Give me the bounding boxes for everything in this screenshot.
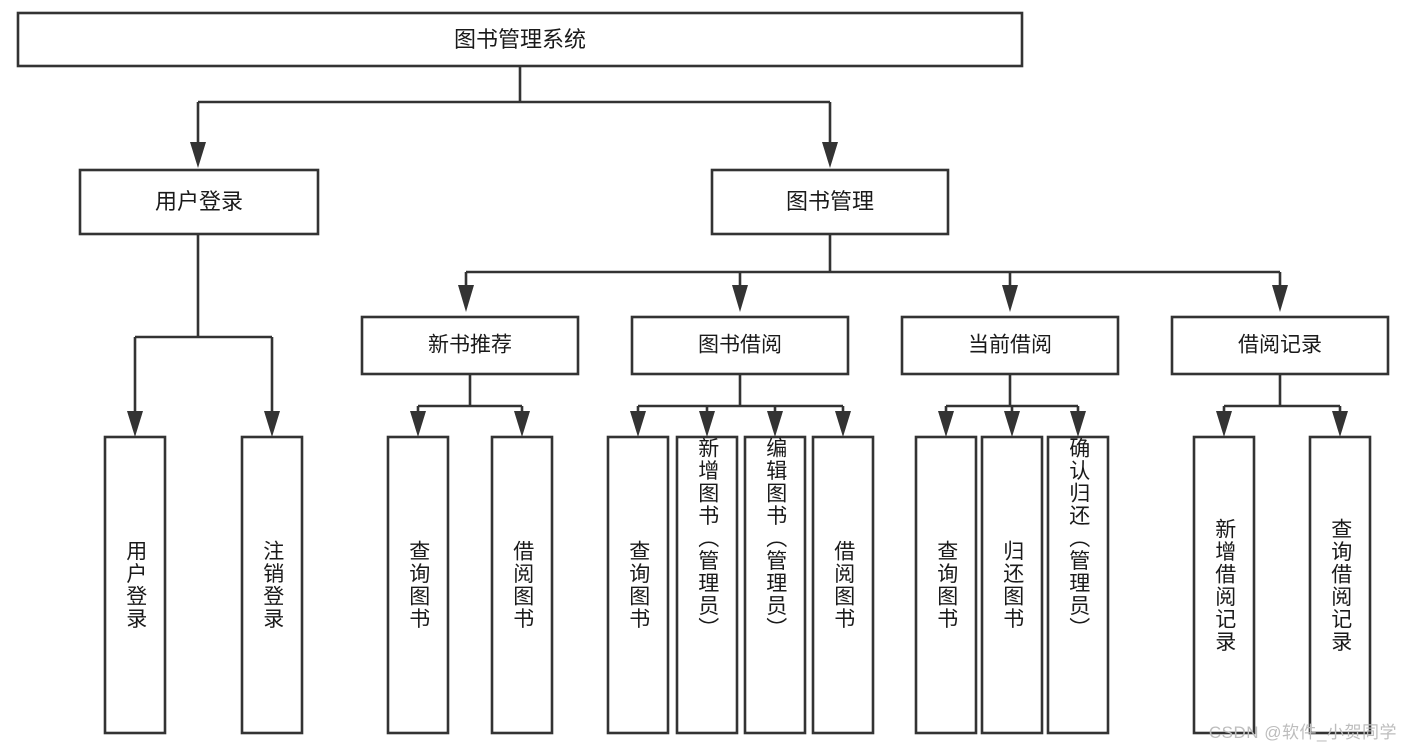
node-new-book-rec-label: 新书推荐 <box>428 334 512 357</box>
arrow-head-icon <box>938 411 954 437</box>
leaf-boxes-new-book <box>386 435 554 735</box>
leaf-box-new-book-1[interactable] <box>490 435 554 735</box>
arrow-head-icon <box>699 411 715 437</box>
arrow-head-icon <box>458 285 474 312</box>
connector-group-borrow-record <box>1216 374 1348 437</box>
node-user-login-label: 用户登录 <box>155 189 243 214</box>
connector-group-user-login <box>127 234 280 437</box>
arrow-head-icon <box>264 411 280 437</box>
connector-group-new-book <box>410 374 530 437</box>
arrow-head-icon <box>767 411 783 437</box>
arrow-head-icon <box>1332 411 1348 437</box>
arrow-head-icon <box>822 142 838 168</box>
arrow-head-icon <box>1216 411 1232 437</box>
leaf-box-current-borrow-1[interactable] <box>980 435 1044 735</box>
node-user-login-box[interactable] <box>78 168 320 236</box>
node-borrow-record-label: 借阅记录 <box>1238 334 1322 357</box>
arrow-head-icon <box>1004 411 1020 437</box>
leaf-box-book-borrow-1[interactable] <box>675 435 739 735</box>
leaf-box-borrow-record-1[interactable] <box>1308 435 1372 735</box>
connector-group-root <box>190 66 838 168</box>
arrow-head-icon <box>410 411 426 437</box>
connector-group-book-manage <box>458 234 1288 312</box>
node-book-manage-box[interactable] <box>710 168 950 236</box>
node-current-borrow[interactable]: 当前借阅 <box>900 315 1120 376</box>
arrow-head-icon <box>835 411 851 437</box>
leaf-box-book-borrow-0[interactable] <box>606 435 670 735</box>
leaf-box-book-borrow-2[interactable] <box>743 435 807 735</box>
leaf-box-borrow-record-0[interactable] <box>1192 435 1256 735</box>
leaf-box-current-borrow-2[interactable] <box>1046 435 1110 735</box>
node-root[interactable]: 图书管理系统 <box>16 11 1024 68</box>
leaf-boxes-book-borrow <box>606 435 875 735</box>
arrow-head-icon <box>1070 411 1086 437</box>
node-borrow-record-box[interactable] <box>1170 315 1390 376</box>
leaf-box-user-login-1[interactable] <box>240 435 304 735</box>
node-current-borrow-label: 当前借阅 <box>968 334 1052 357</box>
arrow-head-icon <box>630 411 646 437</box>
arrow-head-icon <box>732 285 748 312</box>
node-current-borrow-box[interactable] <box>900 315 1120 376</box>
arrow-head-icon <box>514 411 530 437</box>
node-new-book-rec-box[interactable] <box>360 315 580 376</box>
node-book-manage[interactable]: 图书管理 <box>710 168 950 236</box>
connector-group-current-borrow <box>938 374 1086 437</box>
leaf-box-book-borrow-3[interactable] <box>811 435 875 735</box>
node-root-box[interactable] <box>16 11 1024 68</box>
leaf-box-current-borrow-0[interactable] <box>914 435 978 735</box>
node-user-login[interactable]: 用户登录 <box>78 168 320 236</box>
leaf-box-user-login-0[interactable] <box>103 435 167 735</box>
node-book-manage-label: 图书管理 <box>786 189 874 214</box>
node-root-label: 图书管理系统 <box>454 27 586 52</box>
arrow-head-icon <box>190 142 206 168</box>
node-new-book-rec[interactable]: 新书推荐 <box>360 315 580 376</box>
node-book-borrow-box[interactable] <box>630 315 850 376</box>
arrow-head-icon <box>1002 285 1018 312</box>
node-borrow-record[interactable]: 借阅记录 <box>1170 315 1390 376</box>
leaf-boxes-borrow-record <box>1192 435 1372 735</box>
leaf-box-new-book-0[interactable] <box>386 435 450 735</box>
leaf-boxes-current-borrow <box>914 435 1110 735</box>
watermark: CSDN @软件_小贺同学 <box>1208 723 1397 742</box>
arrow-head-icon <box>1272 285 1288 312</box>
leaf-boxes-user-login <box>103 435 304 735</box>
node-book-borrow[interactable]: 图书借阅 <box>630 315 850 376</box>
connector-group-book-borrow <box>630 374 851 437</box>
node-book-borrow-label: 图书借阅 <box>698 334 782 357</box>
arrow-head-icon <box>127 411 143 437</box>
